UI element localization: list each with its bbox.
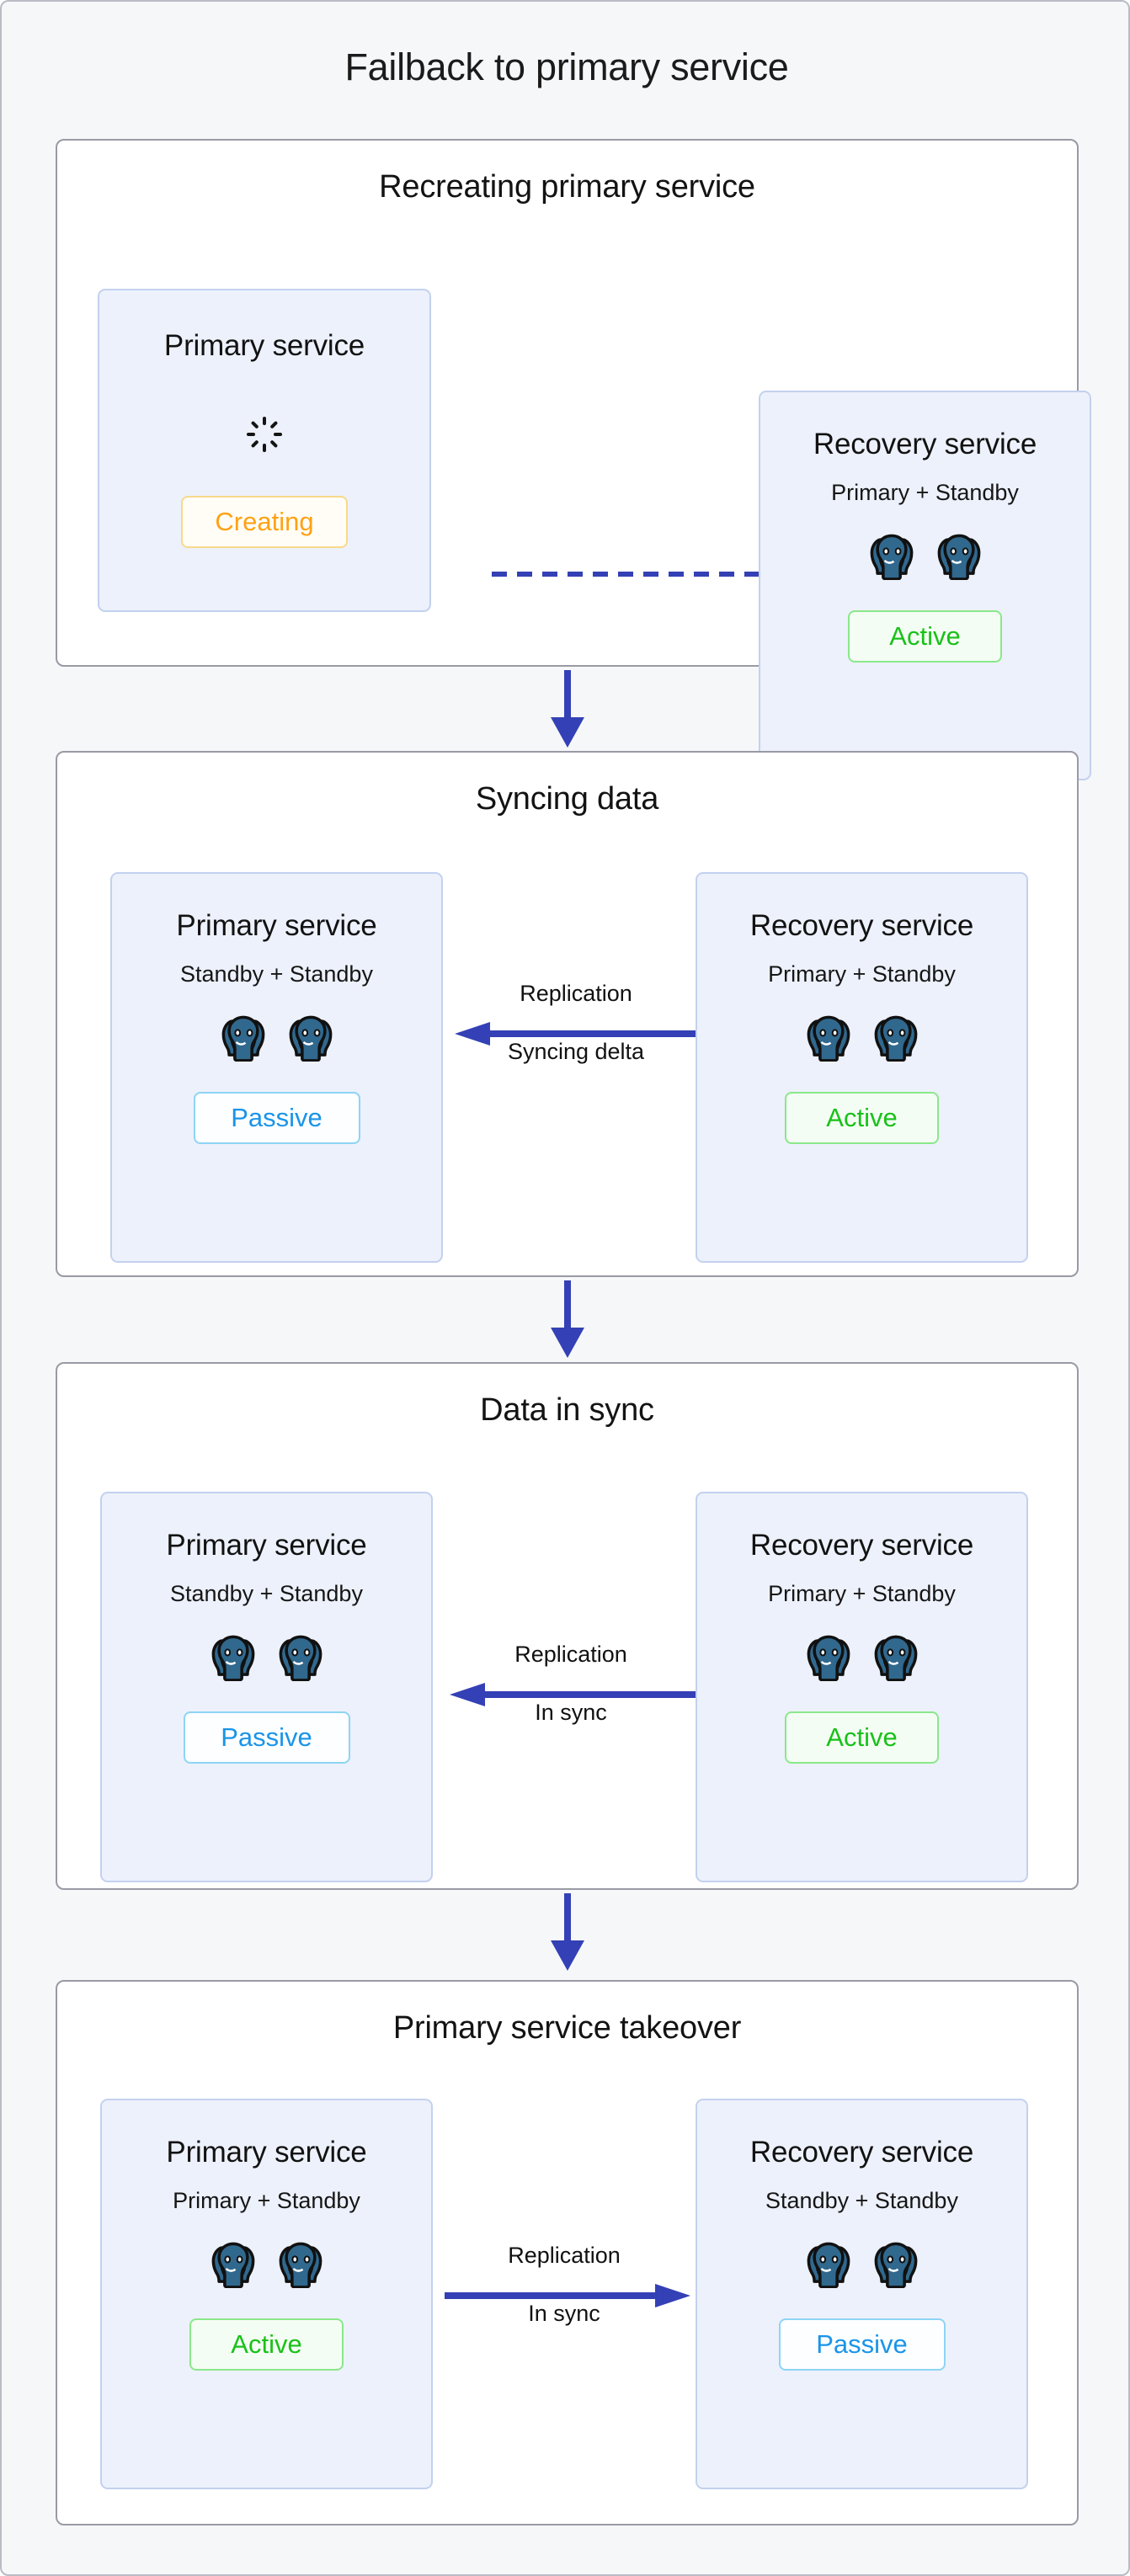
flow-arrow-down <box>551 1893 584 1971</box>
stage-title: Data in sync <box>480 1392 654 1428</box>
service-card-subtitle: Primary + Standby <box>173 2188 360 2213</box>
status-badge[interactable]: Passive <box>183 1711 350 1764</box>
connector-label-bottom: In sync <box>528 2301 600 2326</box>
service-card-subtitle: Standby + Standby <box>170 1581 363 1606</box>
service-card-title: Primary service <box>176 909 377 942</box>
node-group <box>211 2239 323 2288</box>
postgresql-elephant-icon <box>937 534 980 580</box>
flow-arrow-down <box>551 670 584 748</box>
postgresql-elephant-icon <box>279 2242 322 2288</box>
service-card-title: Primary service <box>163 329 365 362</box>
service-card-subtitle: Primary + Standby <box>831 480 1019 505</box>
service-card-primary[interactable]: Primary service Primary + Standby <box>100 2099 433 2489</box>
postgresql-elephant-icon <box>211 2242 254 2288</box>
status-badge[interactable]: Creating <box>181 496 348 548</box>
postgresql-elephant-icon <box>807 2242 850 2288</box>
connector-label-top: Replication <box>514 1642 627 1667</box>
postgresql-elephant-icon <box>874 1015 917 1062</box>
node-group <box>211 1632 323 1681</box>
connector-arrow-right <box>445 2284 690 2307</box>
connector-label-top: Replication <box>508 2243 621 2268</box>
status-badge[interactable]: Active <box>785 1092 939 1144</box>
service-card-title: Recovery service <box>749 1529 974 1562</box>
service-card-primary[interactable]: Primary service Standby + Standby <box>100 1492 433 1882</box>
status-badge[interactable]: Passive <box>778 2318 946 2371</box>
node-group <box>806 1013 919 1062</box>
service-card-title: Recovery service <box>749 909 974 942</box>
stage-panel-data-in-sync: Data in sync Primary service Standby + S… <box>56 1362 1079 1890</box>
service-card-subtitle: Standby + Standby <box>180 961 373 987</box>
status-badge[interactable]: Active <box>785 1711 939 1764</box>
node-group <box>806 2239 919 2288</box>
service-card-subtitle: Primary + Standby <box>768 961 956 987</box>
stage-title: Recreating primary service <box>379 169 755 205</box>
connector-arrow-left <box>455 1022 701 1046</box>
connector-label-bottom: In sync <box>535 1700 607 1725</box>
status-badge[interactable]: Active <box>189 2318 344 2371</box>
postgresql-elephant-icon <box>874 1635 917 1681</box>
stage-panel-primary-service-takeover: Primary service takeover Primary service… <box>56 1980 1079 2525</box>
postgresql-elephant-icon <box>874 2242 917 2288</box>
node-group <box>221 1013 333 1062</box>
service-card-subtitle: Standby + Standby <box>765 2188 958 2213</box>
connector-arrow-left <box>450 1683 696 1706</box>
service-card-primary[interactable]: Primary service Creating <box>98 289 431 612</box>
postgresql-elephant-icon <box>807 1635 850 1681</box>
stage-title: Primary service takeover <box>392 2010 742 2046</box>
service-card-title: Primary service <box>166 1529 367 1562</box>
service-card-recovery[interactable]: Recovery service Primary + Standby <box>759 391 1091 780</box>
diagram-title: Failback to primary service <box>344 45 789 88</box>
service-card-subtitle: Primary + Standby <box>768 1581 956 1606</box>
postgresql-elephant-icon <box>870 534 913 580</box>
flow-arrow-down <box>551 1280 584 1358</box>
stage-panel-syncing-data: Syncing data Primary service Standby + S… <box>56 751 1079 1277</box>
stage-panel-recreating-primary-service: Recreating primary service Primary servi… <box>56 139 1091 780</box>
connector-label-bottom: Syncing delta <box>507 1039 645 1064</box>
connector-dashed-replication <box>492 572 760 577</box>
stage-title: Syncing data <box>475 781 659 817</box>
service-card-recovery[interactable]: Recovery service Primary + Standby <box>696 872 1028 1263</box>
connector-label-top: Replication <box>520 981 632 1006</box>
service-card-recovery[interactable]: Recovery service Primary + Standby <box>696 1492 1028 1882</box>
status-badge[interactable]: Active <box>848 610 1002 663</box>
status-badge[interactable]: Passive <box>193 1092 360 1144</box>
loading-spinner-icon <box>245 415 284 454</box>
node-group <box>869 531 982 580</box>
service-card-recovery[interactable]: Recovery service Standby + Standby <box>696 2099 1028 2489</box>
service-card-title: Recovery service <box>813 428 1037 460</box>
service-card-primary[interactable]: Primary service Standby + Standby <box>110 872 443 1263</box>
node-group <box>806 1632 919 1681</box>
service-card-title: Primary service <box>166 2136 367 2169</box>
service-card-title: Recovery service <box>749 2136 974 2169</box>
postgresql-elephant-icon <box>807 1015 850 1062</box>
postgresql-elephant-icon <box>211 1635 254 1681</box>
postgresql-elephant-icon <box>279 1635 322 1681</box>
postgresql-elephant-icon <box>289 1015 332 1062</box>
postgresql-elephant-icon <box>221 1015 264 1062</box>
